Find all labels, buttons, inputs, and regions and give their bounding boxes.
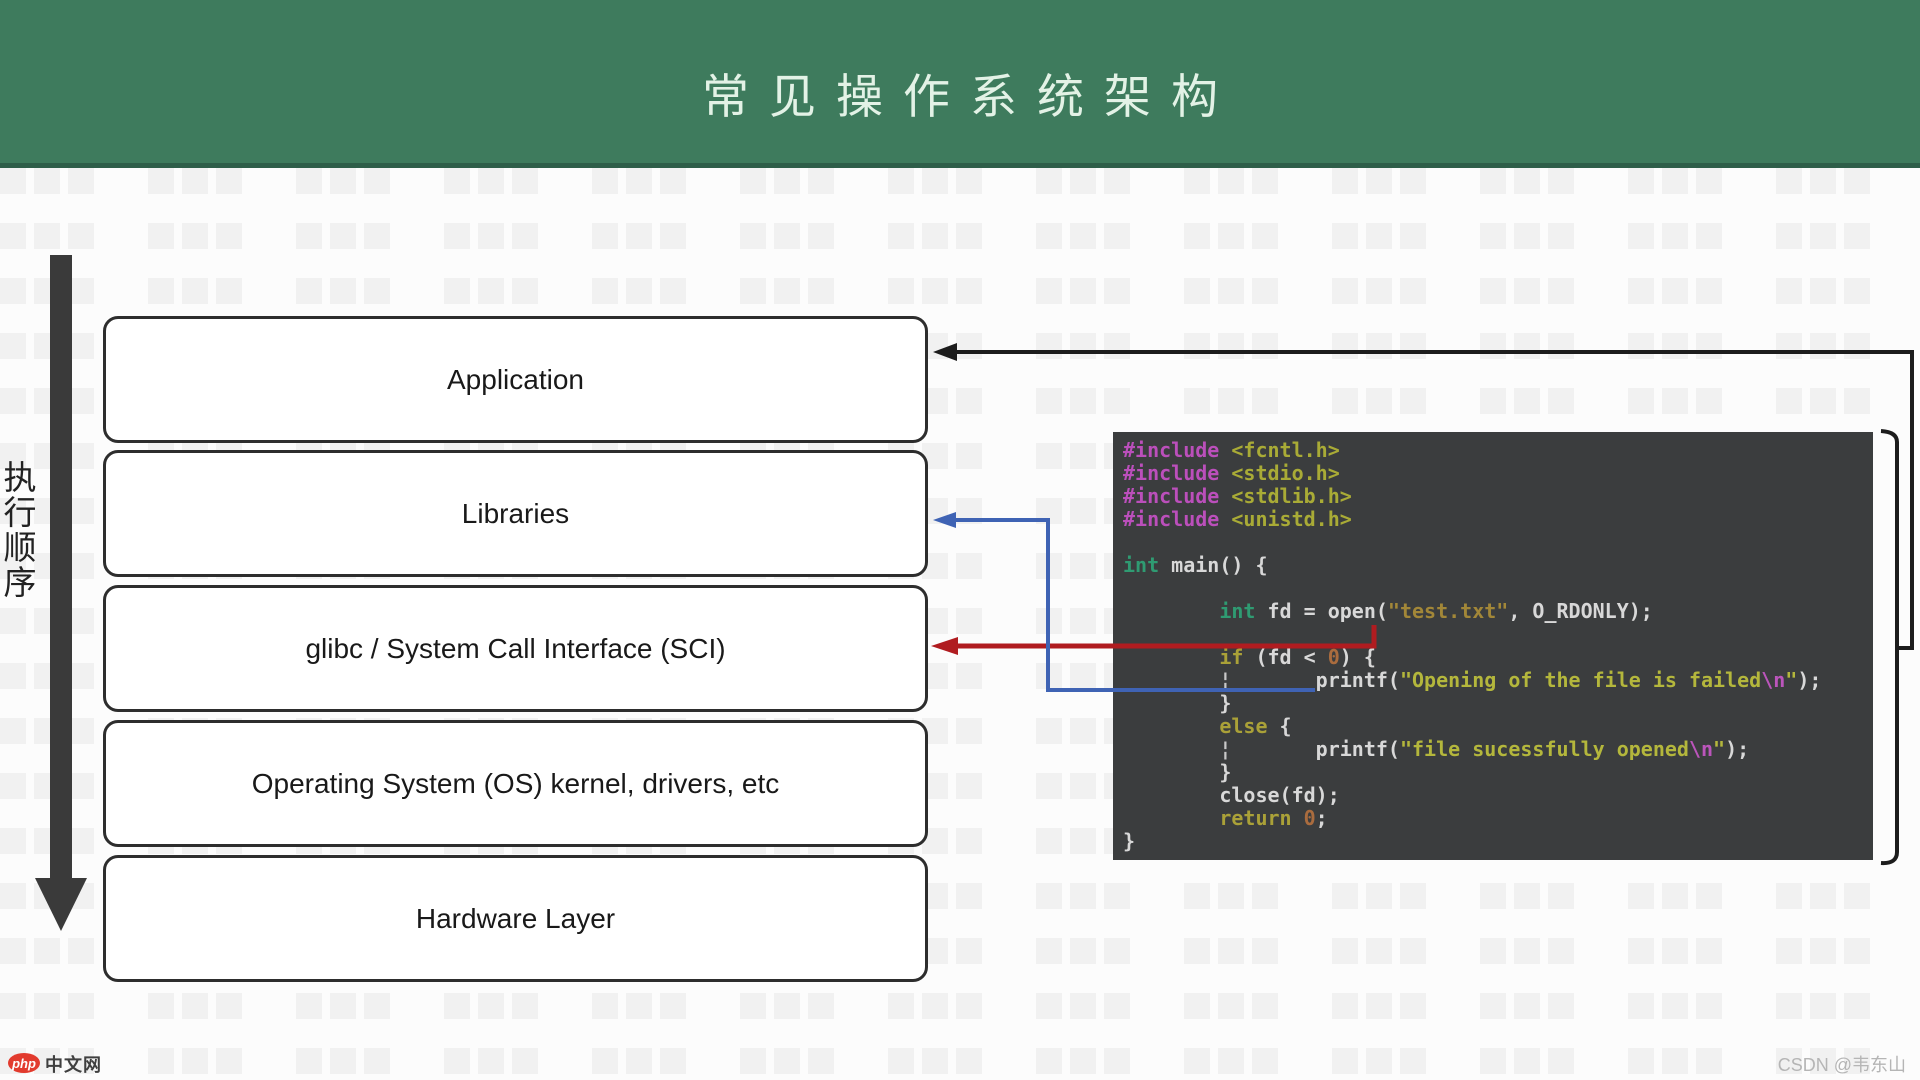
layer-box-3: Operating System (OS) kernel, drivers, e… <box>103 720 928 847</box>
layer-box-0: Application <box>103 316 928 443</box>
code-lines: #include <fcntl.h>#include <stdio.h>#inc… <box>1123 438 1822 853</box>
slide-header: 常见操作系统架构 <box>0 0 1920 168</box>
layer-box-2: glibc / System Call Interface (SCI) <box>103 585 928 712</box>
php-site-label: 中文网 <box>45 1055 102 1075</box>
csdn-credit: CSDN @韦东山 <box>1777 1055 1906 1075</box>
slide-title: 常见操作系统架构 <box>702 70 1238 125</box>
code-panel: #include <fcntl.h>#include <stdio.h>#inc… <box>1113 432 1873 860</box>
layer-box-4: Hardware Layer <box>103 855 928 982</box>
layer-box-1: Libraries <box>103 450 928 577</box>
php-logo-badge: php <box>8 1053 40 1073</box>
execution-order-label: 执行顺序 <box>3 459 37 601</box>
